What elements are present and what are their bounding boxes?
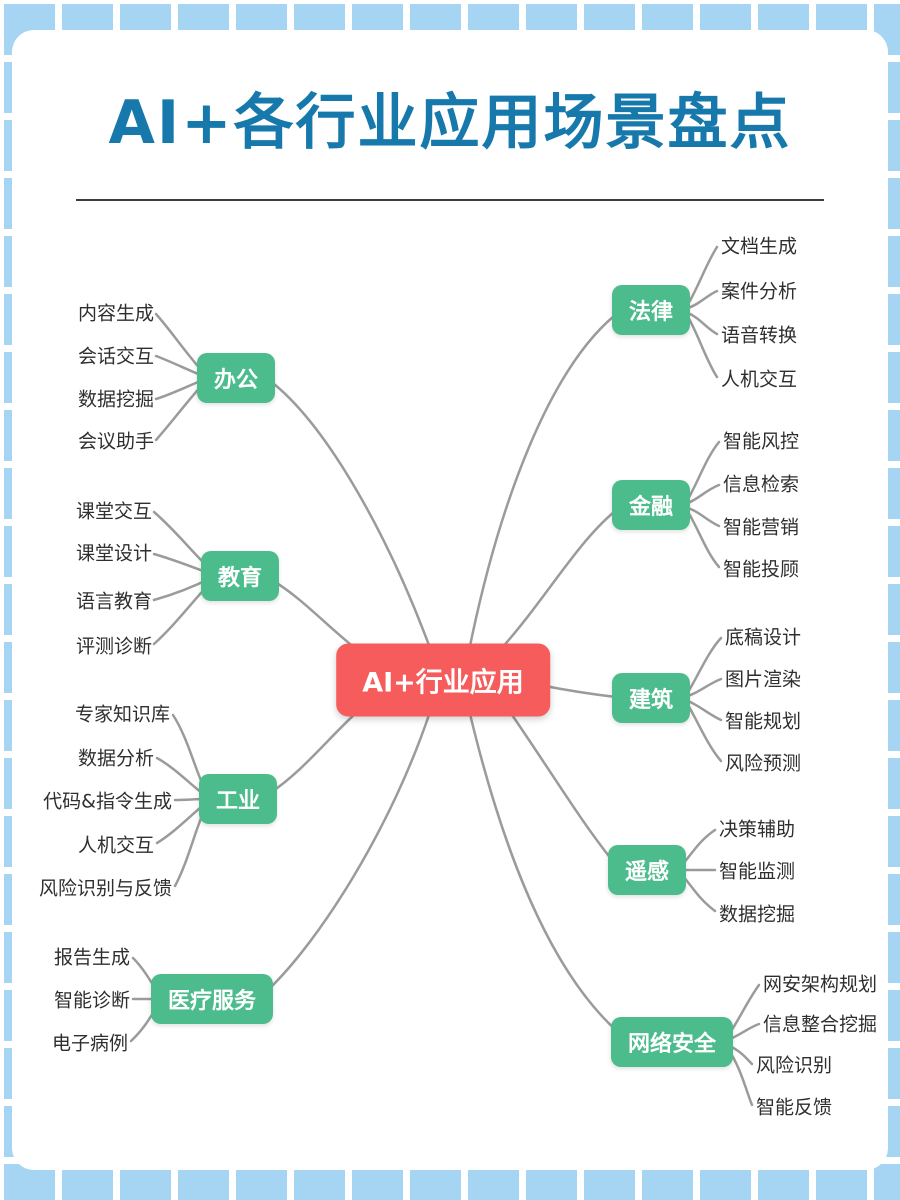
leaf-item: 数据挖掘	[719, 903, 796, 926]
page-title: AI+各行业应用场景盘点	[108, 88, 792, 158]
branch-node-cybersecurity: 网络安全	[610, 1017, 734, 1067]
leaf-item: 底稿设计	[725, 626, 802, 649]
leaf-item: 智能诊断	[53, 989, 130, 1012]
branch-node-law: 法律	[611, 285, 691, 335]
branch-node-finance: 金融	[611, 480, 691, 530]
leaf-item: 数据分析	[77, 747, 154, 770]
leaf-item: 人机交互	[77, 834, 154, 857]
leaf-item: 会话交互	[77, 345, 154, 368]
leaf-item: 智能风控	[723, 430, 800, 453]
leaf-item: 智能反馈	[756, 1096, 833, 1119]
branch-node-remote-sensing: 遥感	[607, 845, 687, 895]
leaf-item: 智能监测	[719, 860, 796, 883]
leaf-item: 智能投顾	[723, 558, 800, 581]
leaf-item: 评测诊断	[75, 635, 152, 658]
leaf-item: 智能营销	[723, 516, 800, 539]
leaf-item: 专家知识库	[74, 703, 170, 726]
leaf-item: 风险识别与反馈	[38, 877, 172, 900]
leaf-item: 信息整合挖掘	[763, 1013, 878, 1036]
leaf-item: 信息检索	[723, 473, 800, 496]
branch-node-education: 教育	[200, 551, 280, 601]
leaf-item: 课堂交互	[75, 500, 152, 523]
leaf-item: 课堂设计	[75, 542, 152, 565]
leaf-item: 网安架构规划	[763, 973, 878, 996]
leaf-item: 决策辅助	[719, 818, 796, 841]
branch-node-medical: 医疗服务	[150, 974, 274, 1024]
leaf-item: 数据挖掘	[77, 388, 154, 411]
leaf-item: 图片渲染	[725, 668, 802, 691]
leaf-item: 风险识别	[756, 1054, 833, 1077]
leaf-item: 会议助手	[77, 430, 154, 453]
leaf-item: 语言教育	[75, 590, 152, 613]
title-divider	[76, 199, 824, 201]
branch-node-industry: 工业	[198, 774, 278, 824]
leaf-item: 人机交互	[721, 368, 798, 391]
branch-node-architecture: 建筑	[611, 673, 691, 723]
leaf-item: 文档生成	[721, 235, 798, 258]
leaf-item: 报告生成	[53, 946, 130, 969]
leaf-item: 风险预测	[725, 752, 802, 775]
leaf-item: 智能规划	[725, 710, 802, 733]
leaf-item: 语音转换	[721, 324, 798, 347]
leaf-item: 电子病例	[51, 1032, 128, 1055]
leaf-item: 内容生成	[77, 302, 154, 325]
leaf-item: 代码&指令生成	[43, 790, 172, 813]
leaf-item: 案件分析	[721, 280, 798, 303]
center-node: AI+行业应用	[336, 643, 550, 717]
branch-node-office: 办公	[196, 353, 276, 403]
